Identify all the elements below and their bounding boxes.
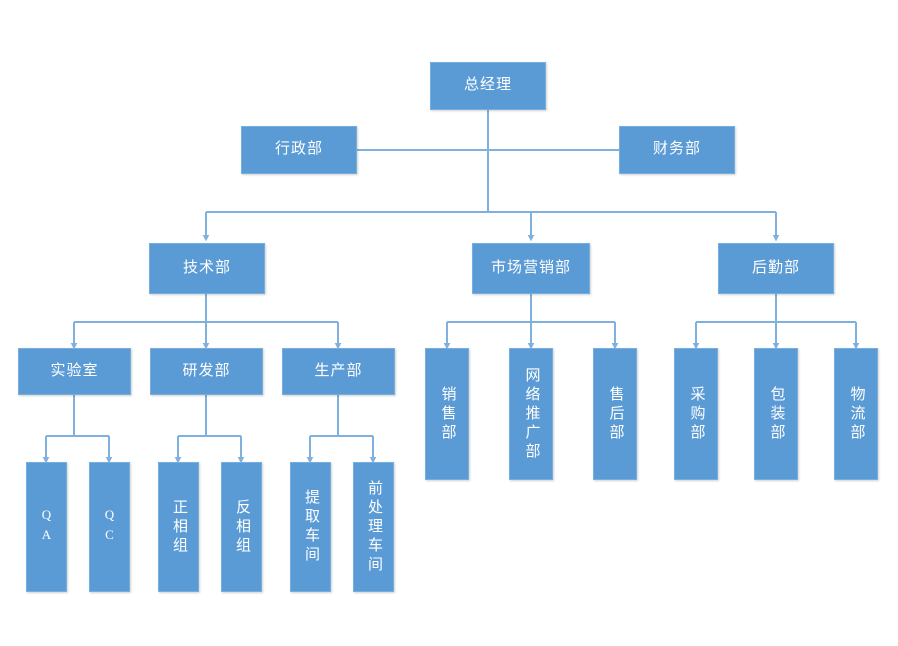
node-logistics[interactable]: 后勤部 [718,243,834,294]
node-label: 反相组 [234,498,250,556]
node-distribution[interactable]: 物流部 [834,348,878,480]
node-label: 包装部 [768,385,785,443]
node-technology[interactable]: 技术部 [149,243,265,294]
node-pretreatment-workshop[interactable]: 前处理车间 [353,462,394,592]
node-general-manager[interactable]: 总经理 [430,62,546,110]
node-label: 正相组 [171,498,187,556]
node-label: 实验室 [50,362,99,379]
node-marketing[interactable]: 市场营销部 [472,243,590,294]
node-label: 提取车间 [303,489,319,565]
node-label: 前处理车间 [366,479,382,575]
node-label: 技术部 [182,259,231,276]
node-label: QC [102,507,117,547]
node-packaging[interactable]: 包装部 [754,348,798,480]
node-finance[interactable]: 财务部 [619,126,735,174]
node-label: 总经理 [463,77,512,94]
node-label: 市场营销部 [490,259,571,276]
node-label: 研发部 [182,362,231,379]
node-label: 网络推广部 [523,366,540,462]
node-label: 后勤部 [751,259,800,276]
node-rnd[interactable]: 研发部 [150,348,263,395]
node-laboratory[interactable]: 实验室 [18,348,131,395]
node-reverse-phase-group[interactable]: 反相组 [221,462,262,592]
node-label: 销售部 [439,385,456,443]
node-extraction-workshop[interactable]: 提取车间 [290,462,331,592]
node-label: 售后部 [607,385,624,443]
node-purchasing[interactable]: 采购部 [674,348,718,480]
node-label: QA [39,507,54,547]
node-production[interactable]: 生产部 [282,348,395,395]
node-label: 采购部 [688,385,705,443]
node-label: 物流部 [848,385,865,443]
node-qc[interactable]: QC [89,462,130,592]
node-label: 财务部 [652,141,701,158]
node-label: 行政部 [274,141,323,158]
node-label: 生产部 [314,362,363,379]
node-online-promotion[interactable]: 网络推广部 [509,348,553,480]
node-qa[interactable]: QA [26,462,67,592]
node-normal-phase-group[interactable]: 正相组 [158,462,199,592]
node-after-sales[interactable]: 售后部 [593,348,637,480]
node-sales[interactable]: 销售部 [425,348,469,480]
node-administration[interactable]: 行政部 [241,126,357,174]
